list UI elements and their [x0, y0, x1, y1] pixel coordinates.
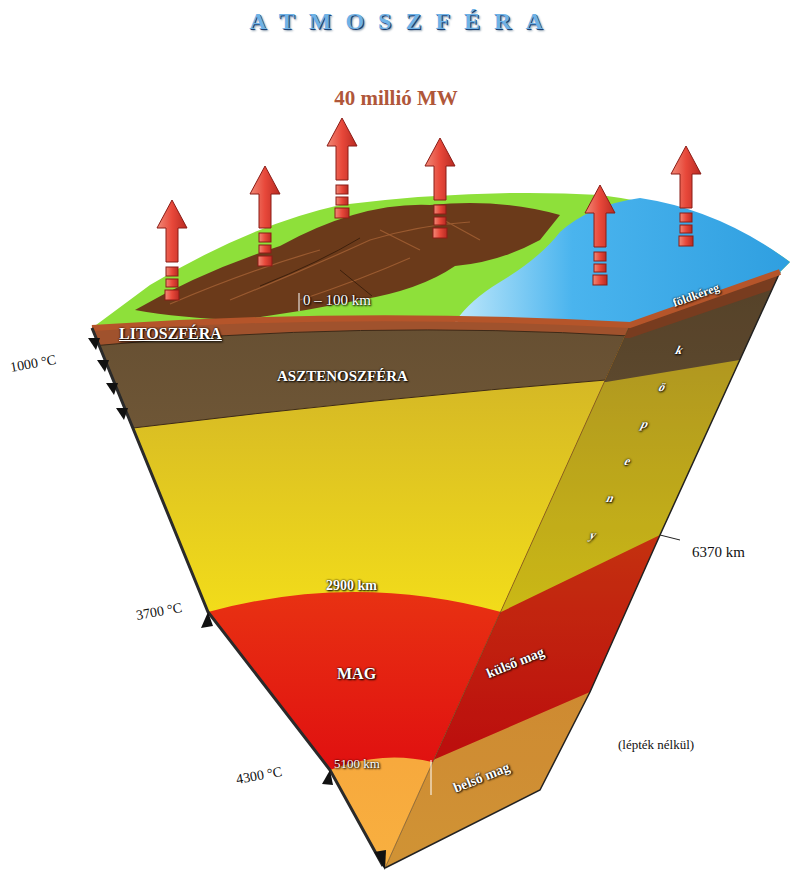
layer-band: LITOSZFÉRA: [116, 324, 231, 346]
layer-band: MAG: [334, 664, 386, 686]
diagram-label: 40 millió MW: [0, 86, 792, 110]
layer-name: ASZTENOSZFÉRA: [277, 368, 408, 384]
diagram-label: 2900 km: [326, 578, 377, 594]
diagram-label: 6370 km: [692, 544, 745, 561]
diagram-label: 3700 °C: [135, 600, 184, 624]
diagram-label: 5100 km: [334, 757, 380, 772]
layer-band: ASZTENOSZFÉRA: [274, 366, 417, 388]
diagram-label: 1000 °C: [9, 352, 58, 376]
diagram-label: (lépték nélkül): [618, 738, 694, 753]
diagram-label: 4300 °C: [235, 764, 284, 788]
layer-name: MAG: [337, 665, 376, 682]
diagram-title: ATMOSZFÉRA: [0, 8, 792, 36]
diagram-label: 0 – 100 km: [303, 292, 371, 309]
layer-name: LITOSZFÉRA: [119, 325, 222, 342]
